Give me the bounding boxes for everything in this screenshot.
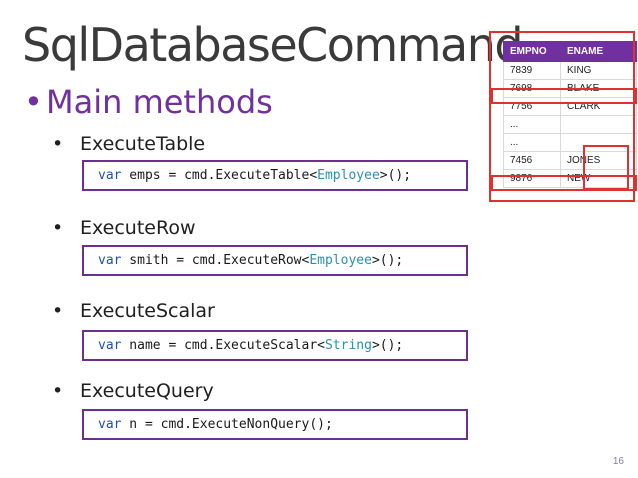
method-label: ExecuteQuery [80,380,214,402]
table-cell: NEW [560,169,637,188]
code-keyword: var [98,253,122,268]
code-text: n = cmd.ExecuteNonQuery(); [121,417,333,432]
row-highlight-new [491,175,637,191]
code-text: name = cmd.ExecuteScalar< [121,338,325,353]
method-bullet-execute-row: •ExecuteRow [52,217,196,239]
code-box-execute-scalar: var name = cmd.ExecuteScalar<String>(); [82,330,468,361]
code-box-execute-row: var smith = cmd.ExecuteRow<Employee>(); [82,245,468,276]
code-keyword: var [98,338,122,353]
bullet-dot: • [24,83,43,121]
main-bullet: •Main methods [24,83,273,121]
table-cell: 7456 [503,151,561,170]
method-label: ExecuteRow [80,217,196,239]
code-keyword: var [98,168,122,183]
method-bullet-execute-table: •ExecuteTable [52,133,206,155]
table-row: ... [503,133,637,152]
slide-title: SqlDatabaseCommand [22,18,524,72]
code-type: Employee [309,253,372,268]
table-cell: ... [503,115,561,134]
code-type: String [324,338,372,353]
code-text: emps = cmd.ExecuteTable< [121,168,318,183]
table-row: ... [503,115,637,134]
row-highlight-blake [491,88,637,104]
code-box-execute-query: var n = cmd.ExecuteNonQuery(); [82,409,468,440]
code-text-end: >(); [371,338,404,353]
table-header-row: EMPNO ENAME [503,41,637,62]
method-label: ExecuteScalar [80,300,215,322]
method-bullet-execute-query: •ExecuteQuery [52,380,214,402]
cell-highlight-ename [583,145,629,190]
code-type: Employee [317,168,380,183]
table-cell: 9876 [503,169,561,188]
method-bullet-execute-scalar: •ExecuteScalar [52,300,215,322]
table-highlight-frame [489,31,635,202]
column-header-ename: ENAME [560,41,637,62]
code-text-end: >(); [379,168,412,183]
code-text: smith = cmd.ExecuteRow< [121,253,310,268]
code-text-end: >(); [371,253,404,268]
table-cell [560,133,637,152]
column-header-empno: EMPNO [503,41,561,62]
main-bullet-label: Main methods [46,83,273,121]
method-label: ExecuteTable [80,133,206,155]
code-box-execute-table: var emps = cmd.ExecuteTable<Employee>(); [82,160,468,191]
page-number: 16 [612,456,624,467]
code-keyword: var [98,417,122,432]
